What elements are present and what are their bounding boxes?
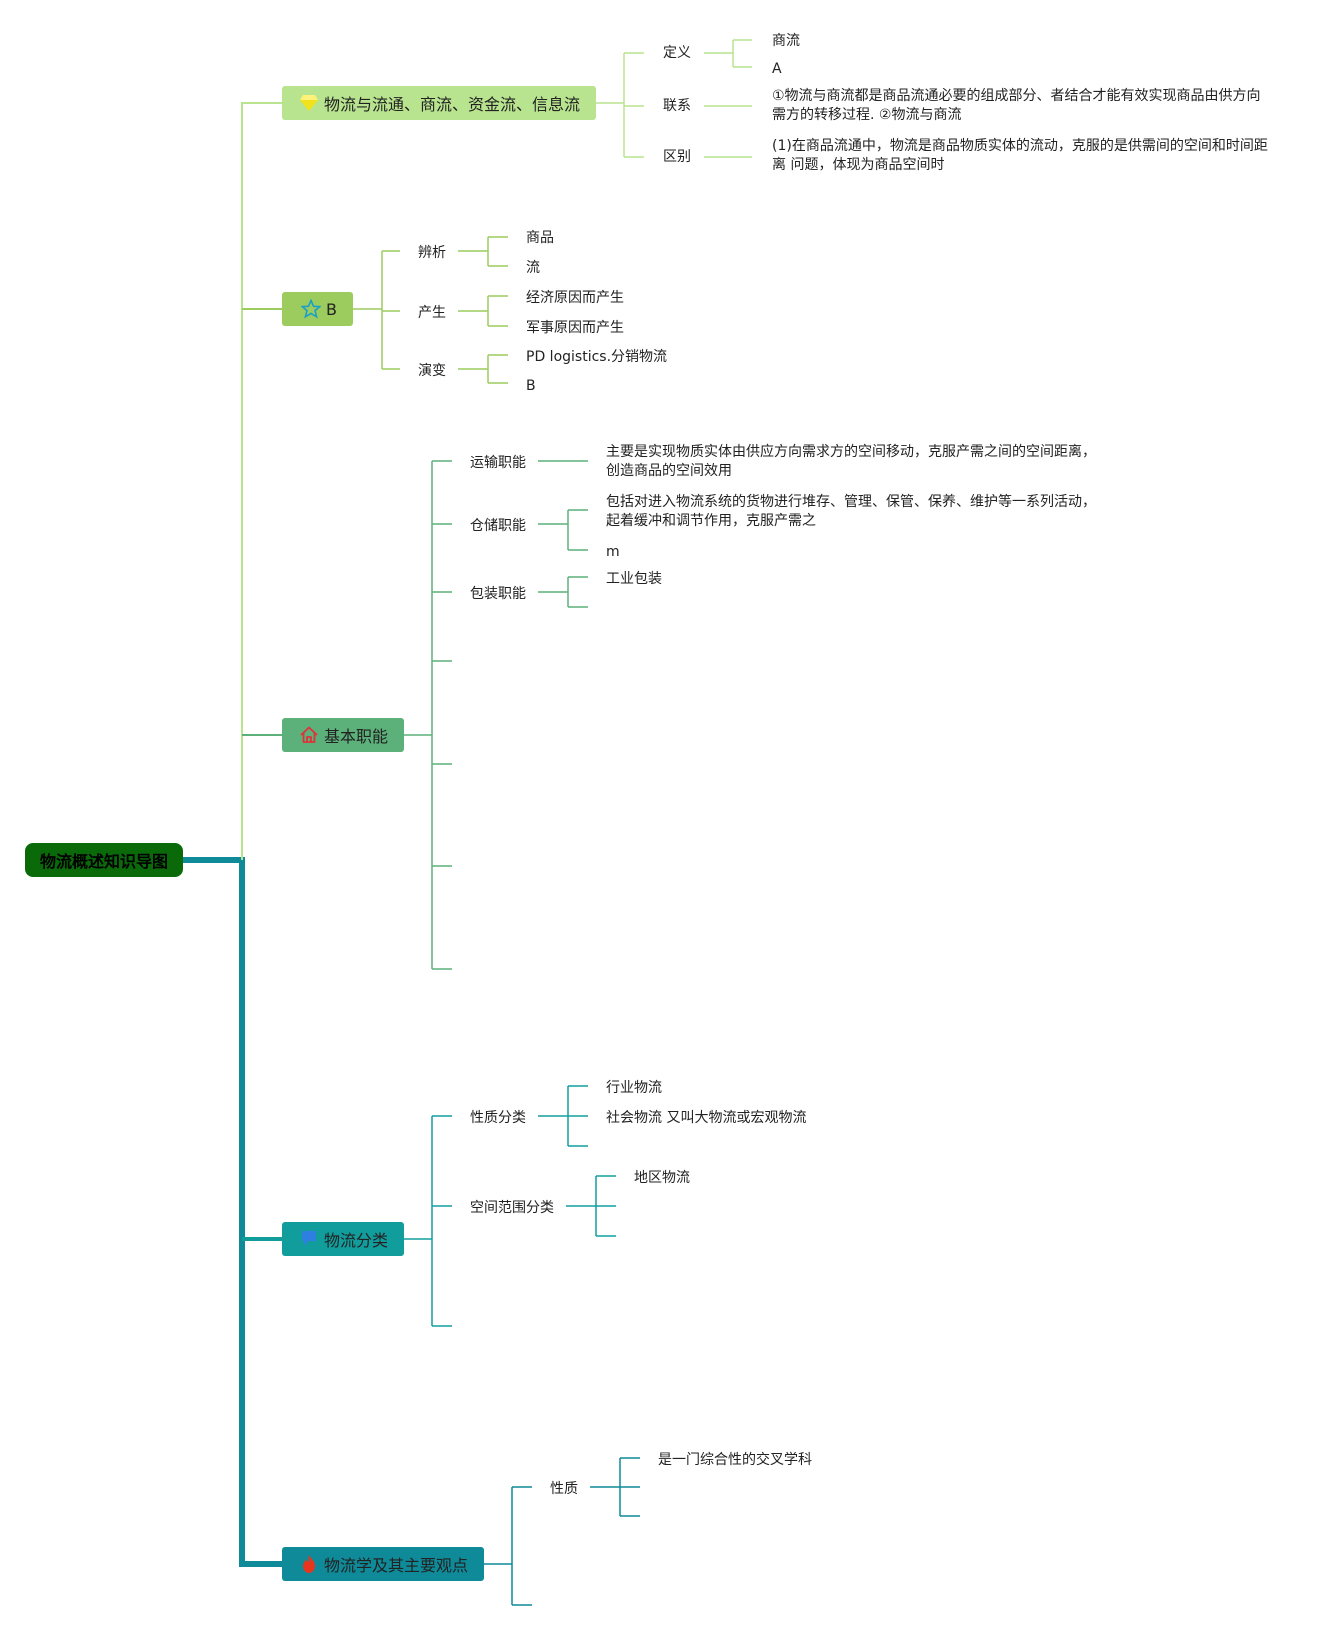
leaf-interdisciplinary[interactable]: 是一门综合性的交叉学科 (658, 1452, 812, 1468)
leaf-industry-logistics[interactable]: 行业物流 (606, 1080, 662, 1096)
branch-label: 物流学及其主要观点 (324, 1556, 469, 1575)
leaf-regional-logistics[interactable]: 地区物流 (634, 1170, 690, 1186)
sub-packaging[interactable]: 包装职能 (470, 586, 526, 602)
trunk-branch1-line (241, 102, 282, 860)
trunk-line (183, 857, 282, 1567)
root-label: 物流概述知识导图 (39, 852, 168, 871)
leaf-pd-logistics[interactable]: PD logistics.分销物流 (526, 349, 668, 365)
leaf-difference-text[interactable]: (1)在商品流通中，物流是商品物质实体的流动，克服的是供需间的空间和时间距离 问… (772, 138, 1268, 173)
leaf-economic[interactable]: 经济原因而产生 (526, 290, 624, 306)
leaf-storage-text[interactable]: 包括对进入物流系统的货物进行堆存、管理、保管、保养、维护等一系列活动，起着缓冲和… (606, 494, 1096, 529)
sub-relation[interactable]: 联系 (663, 98, 691, 114)
branch-logistics-classification[interactable]: 物流分类 (282, 1222, 404, 1256)
leaf-flow[interactable]: 流 (526, 260, 540, 276)
gem-icon (298, 92, 320, 114)
star-icon (300, 298, 322, 320)
sub-transport[interactable]: 运输职能 (470, 455, 526, 471)
branch-label: 物流与流通、商流、资金流、信息流 (324, 95, 581, 114)
leaf-industrial-packaging[interactable]: 工业包装 (606, 571, 662, 587)
leaf-b[interactable]: B (526, 378, 536, 394)
branch-label: B (326, 299, 337, 319)
sub-difference[interactable]: 区别 (663, 149, 691, 165)
sub-definition[interactable]: 定义 (663, 45, 691, 61)
root-node[interactable]: 物流概述知识导图 (25, 843, 183, 877)
leaf-military[interactable]: 军事原因而产生 (526, 320, 624, 336)
sub-space-class[interactable]: 空间范围分类 (470, 1200, 554, 1216)
fire-icon (298, 1553, 320, 1575)
leaf-m[interactable]: m (606, 544, 620, 560)
branch-logistics-circulation[interactable]: 物流与流通、商流、资金流、信息流 (282, 86, 596, 120)
branch-label: 物流分类 (324, 1231, 389, 1250)
branch-logistics-science[interactable]: 物流学及其主要观点 (282, 1547, 484, 1581)
leaf-goods[interactable]: 商品 (526, 230, 554, 246)
sub-storage[interactable]: 仓储职能 (470, 518, 526, 534)
branch-b[interactable]: B (282, 292, 353, 326)
sub-nature[interactable]: 性质 (550, 1481, 578, 1497)
sub-nature-class[interactable]: 性质分类 (470, 1110, 526, 1126)
leaf-a[interactable]: A (772, 61, 782, 77)
leaf-shangliu[interactable]: 商流 (772, 33, 800, 49)
sub-analysis[interactable]: 辨析 (418, 245, 446, 261)
sub-evolution[interactable]: 演变 (418, 363, 446, 379)
sub-origin[interactable]: 产生 (418, 305, 446, 321)
branch-basic-functions[interactable]: 基本职能 (282, 718, 404, 752)
leaf-relation-text[interactable]: ①物流与商流都是商品流通必要的组成部分、者结合才能有效实现商品由供方向需方的转移… (772, 88, 1261, 123)
leaf-social-logistics[interactable]: 社会物流 又叫大物流或宏观物流 (606, 1110, 807, 1126)
flag-icon (298, 1228, 320, 1250)
home-icon (298, 724, 320, 746)
leaf-transport-text[interactable]: 主要是实现物质实体由供应方向需求方的空间移动，克服产需之间的空间距离，创造商品的… (606, 444, 1096, 479)
branch-label: 基本职能 (324, 727, 389, 746)
